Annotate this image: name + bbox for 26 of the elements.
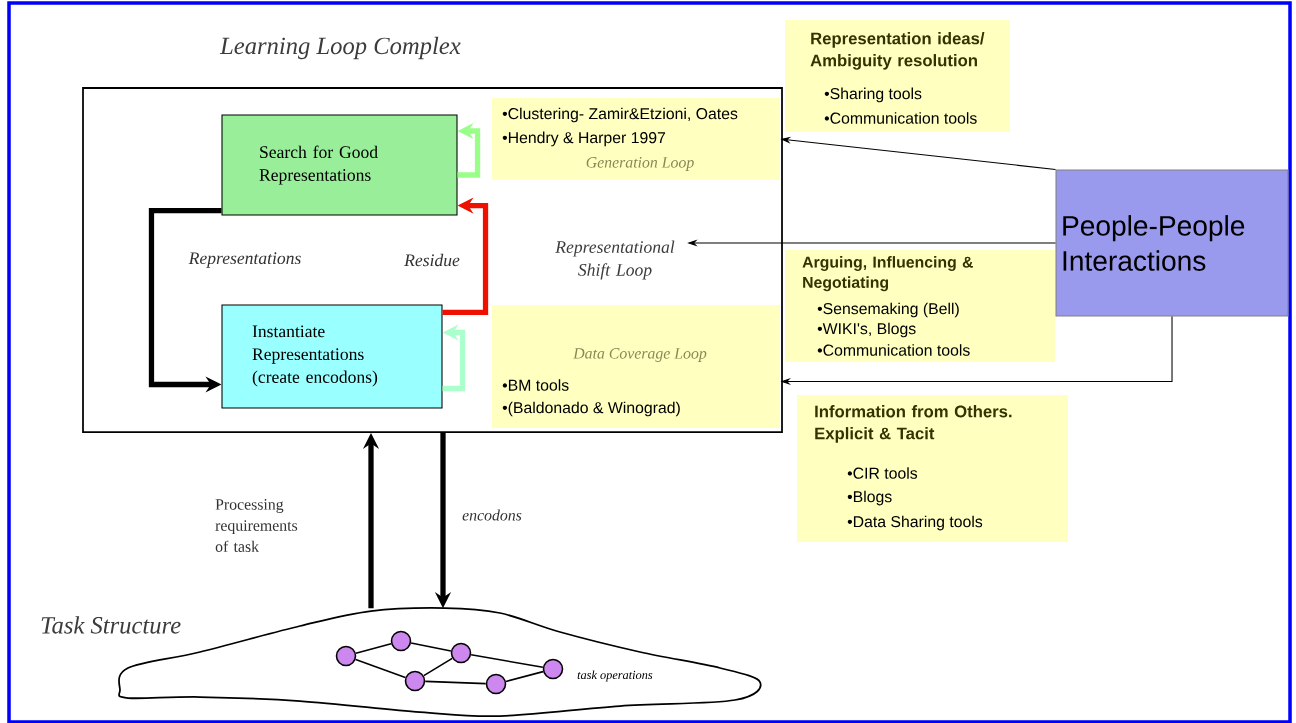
note-box: Representation ideas/ Ambiguity resolution •Sharing tools •Communication tools <box>785 20 1010 132</box>
loop-band: Data Coverage Loop •BM tools •(Baldonado & Winograd) <box>492 305 780 428</box>
operation-circle <box>335 645 357 667</box>
loop-band: •Clustering- Zamir&Etzioni, Oates •Hendry & Harper 1997 Generation Loop <box>492 98 780 180</box>
operation-circle <box>542 658 564 680</box>
operation-circle <box>450 642 472 664</box>
link-line <box>423 657 453 677</box>
process-box: Search for Good Representations <box>221 114 458 216</box>
operation-circle <box>390 630 412 652</box>
link-line <box>354 658 407 679</box>
note-box: Arguing, Influencing & Negotiating •Sensemaking (Bell) •WIKI's, Blogs •Communication tools <box>785 250 1055 362</box>
process-box: Instantiate Representations (create encodons) <box>221 304 443 409</box>
actor-box: People-People Interactions <box>1055 169 1289 317</box>
node-label: Learning Loop Complex <box>219 36 461 60</box>
operation-circle <box>404 670 426 692</box>
link-line <box>410 642 452 652</box>
edge-label: Processing requirements of task <box>213 497 309 554</box>
operation-circle <box>485 673 507 695</box>
link-line <box>505 670 544 683</box>
link-line <box>424 680 487 685</box>
edge-label: Residue <box>402 252 462 268</box>
note-box: Information from Others. Explicit & Tacit •CIR tools •Blogs •Data Sharing tools <box>797 395 1068 542</box>
edge-label: encodons <box>460 507 524 523</box>
link-line <box>355 642 392 655</box>
link-line <box>470 654 544 669</box>
loop-label: Representational Shift Loop <box>555 240 675 280</box>
